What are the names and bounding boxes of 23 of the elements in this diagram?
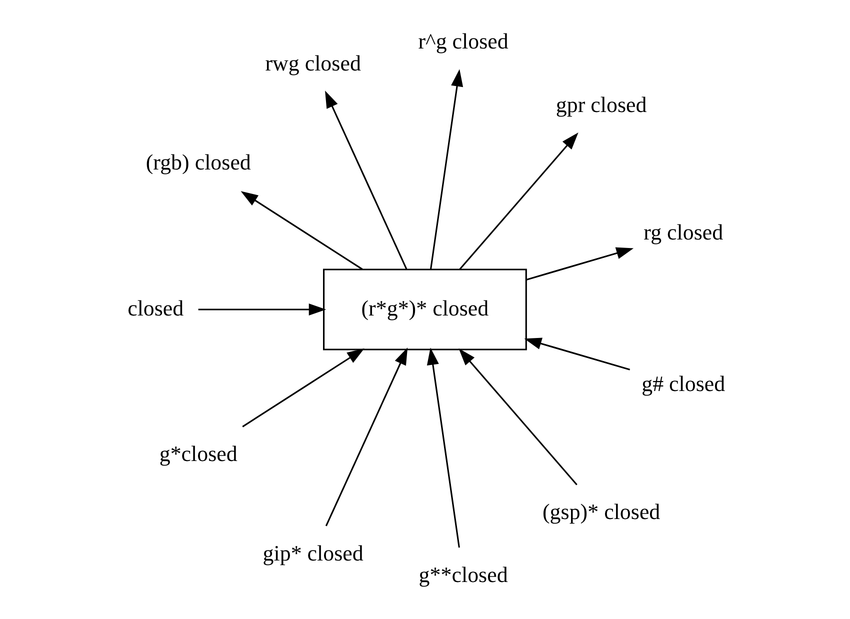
node-text: closed bbox=[128, 295, 184, 320]
node-text: rwg closed bbox=[265, 50, 361, 76]
node-text: rg closed bbox=[644, 219, 724, 244]
node-text: (gsp)* closed bbox=[542, 498, 660, 524]
node-text: gpr closed bbox=[556, 92, 647, 117]
node-text: g**closed bbox=[418, 562, 508, 587]
arrow bbox=[325, 90, 408, 270]
arrow bbox=[240, 191, 363, 270]
arrow bbox=[198, 303, 326, 316]
node-text: gip* closed bbox=[262, 540, 364, 566]
arrow bbox=[524, 338, 630, 370]
node-text: g# closed bbox=[642, 371, 726, 396]
arrow bbox=[458, 348, 578, 486]
arrow bbox=[325, 348, 408, 526]
arrow bbox=[526, 247, 634, 280]
node-text: r^g closed bbox=[418, 28, 508, 54]
node-text: g*closed bbox=[159, 440, 238, 466]
arrow bbox=[430, 69, 464, 270]
arrow bbox=[426, 348, 460, 548]
node-text: (rgb) closed bbox=[146, 150, 251, 175]
node-box: (r*g*)* closed bbox=[323, 268, 527, 350]
arrow bbox=[459, 132, 578, 270]
arrow bbox=[242, 348, 364, 428]
